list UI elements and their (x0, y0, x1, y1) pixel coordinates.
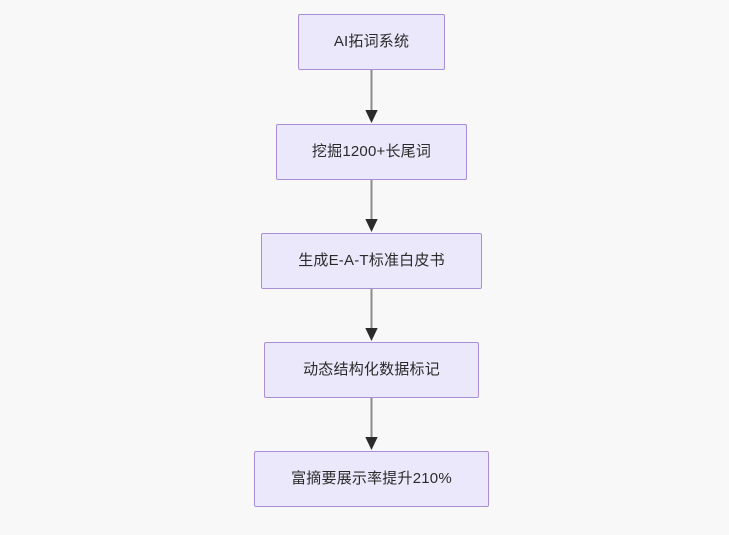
edge-node2-to-node3 (365, 180, 378, 232)
flowchart-node-dynamic-structured-data-markup[interactable]: 动态结构化数据标记 (264, 342, 479, 398)
edge-node3-to-node4 (365, 289, 378, 341)
edge-node1-to-node2 (365, 70, 378, 123)
node-label: AI拓词系统 (333, 33, 410, 50)
node-label: 富摘要展示率提升210% (291, 470, 452, 487)
edge-node4-to-node5 (365, 398, 378, 450)
node-label: 挖掘1200+长尾词 (311, 143, 432, 160)
flowchart-node-mine-longtail-keywords[interactable]: 挖掘1200+长尾词 (276, 124, 467, 180)
flowchart-node-rich-snippet-rate-increase[interactable]: 富摘要展示率提升210% (254, 451, 489, 507)
flowchart-node-generate-eat-whitepaper[interactable]: 生成E-A-T标准白皮书 (261, 233, 482, 289)
flowchart-node-ai-keyword-system[interactable]: AI拓词系统 (298, 14, 445, 70)
node-label: 动态结构化数据标记 (303, 361, 440, 378)
node-label: 生成E-A-T标准白皮书 (298, 252, 445, 269)
